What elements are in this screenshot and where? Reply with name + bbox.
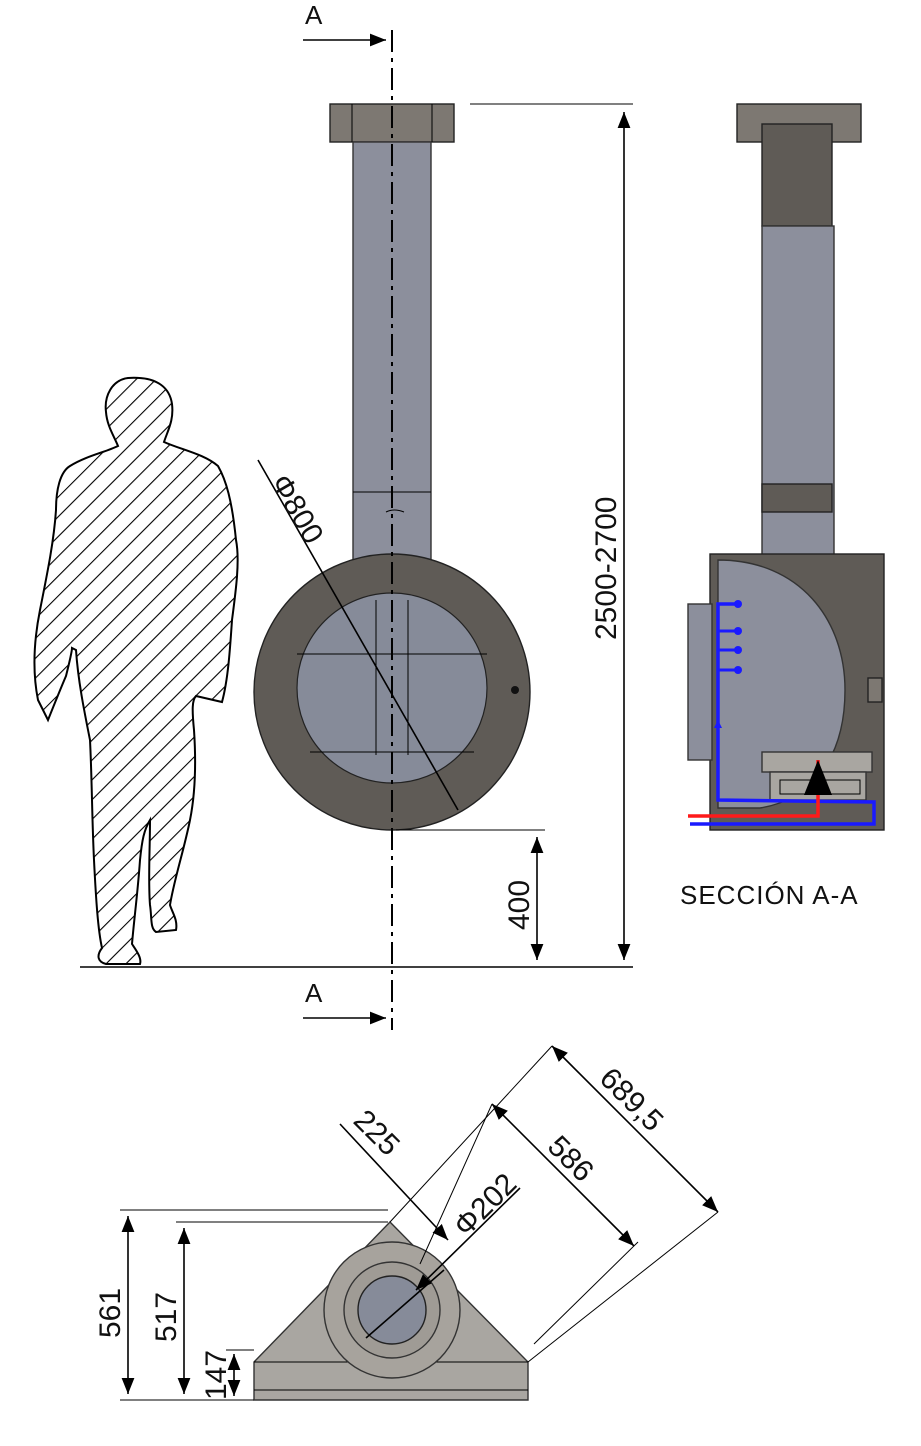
dim-floor-clearance: 400: [503, 880, 536, 930]
section-marker-top: A: [305, 0, 323, 30]
section-view: SECCIÓN A-A: [680, 103, 885, 910]
dim-diameter-body: Φ800: [264, 469, 330, 550]
dim-plan-overall: 561: [94, 1288, 127, 1338]
section-title: SECCIÓN A-A: [680, 880, 859, 910]
dim-depth-body: 586: [541, 1130, 600, 1189]
dim-line-689: [551, 1045, 719, 1213]
diameter-leader: [257, 459, 459, 811]
dim-depth-overall: 689,5: [593, 1062, 669, 1138]
dim-flue-offset: 225: [347, 1104, 406, 1163]
dim-flue-diameter: Φ202: [448, 1167, 524, 1243]
dim-line-225: [339, 1123, 449, 1241]
dim-line-202: [415, 1187, 521, 1291]
front-view: A A Φ800 2500-2700 400: [33, 0, 633, 1030]
section-marker-bottom: A: [305, 978, 323, 1008]
plan-flue-circle: [357, 1275, 427, 1345]
cold-water-line: [690, 602, 876, 826]
dim-line-586: [491, 1103, 635, 1247]
dim-plan-body: 517: [150, 1292, 183, 1342]
dim-total-height: 2500-2700: [590, 497, 623, 640]
hot-water-line: [688, 760, 832, 818]
plan-view: 561 517 147 689,5 586 225 Φ202: [94, 1045, 719, 1401]
dim-plan-base: 147: [200, 1350, 233, 1400]
person-silhouette-icon: [33, 376, 239, 965]
